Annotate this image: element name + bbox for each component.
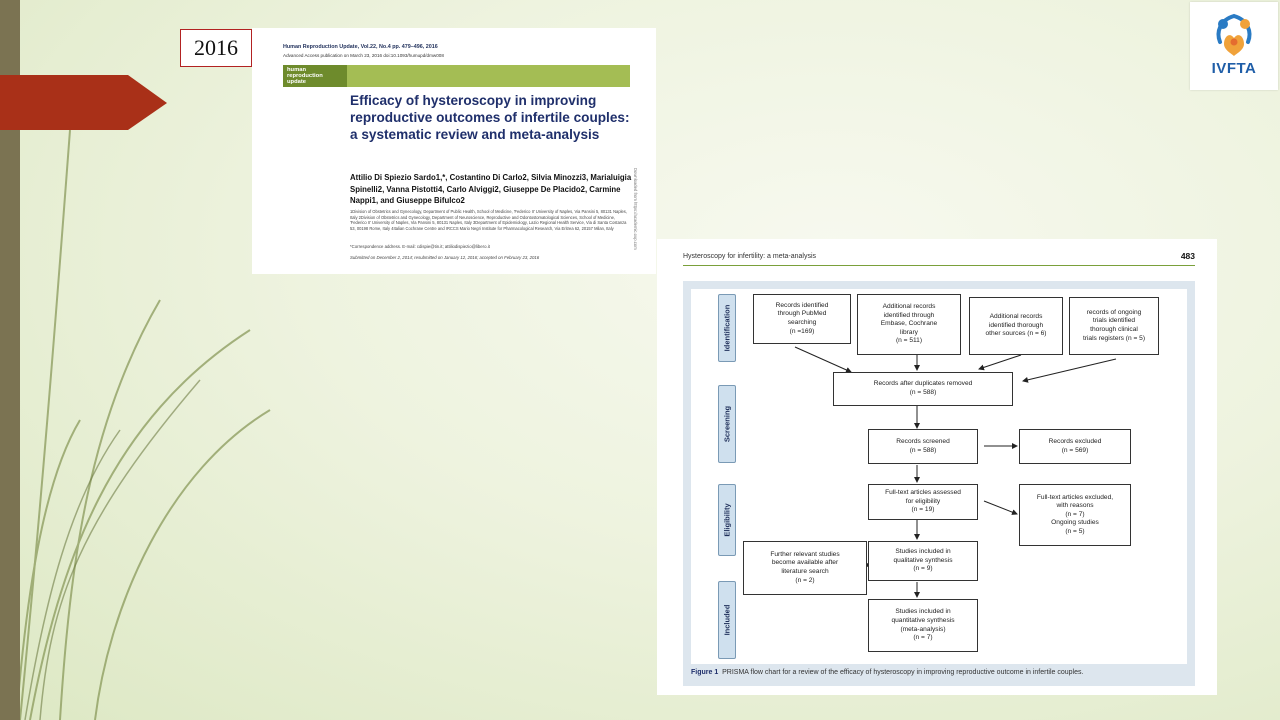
submission-dates: Submitted on December 2, 2014; resubmitt… [350, 255, 540, 260]
header-rule [683, 265, 1195, 266]
arrow-shape-icon [0, 75, 167, 130]
figure-page-header: Hysteroscopy for infertility: a meta-ana… [683, 253, 817, 260]
paper-title: Efficacy of hysteroscopy in improving re… [350, 93, 630, 142]
ivfta-logo: IVFTA [1190, 2, 1278, 90]
stage-included: Included [718, 581, 736, 659]
figure-page-number: 483 [1180, 251, 1195, 261]
journal-logo: human reproduction update [283, 65, 347, 87]
box-records-screened: Records screened(n = 588) [868, 429, 978, 464]
family-heart-icon [1216, 13, 1252, 56]
access-line: Advanced Access publication on March 23,… [283, 53, 444, 58]
box-duplicates-removed: Records after duplicates removed(n = 588… [833, 372, 1013, 406]
flow-arrows [794, 346, 1117, 598]
year-label: 2016 [180, 29, 252, 67]
figure-panel: Identification Screening Eligibility Inc… [683, 281, 1195, 686]
prisma-flowchart: Identification Screening Eligibility Inc… [691, 289, 1187, 664]
figure-caption: Figure 1 PRISMA flow chart for a review … [691, 669, 1187, 676]
logo-name: IVFTA [1211, 60, 1257, 77]
correspondence-address: *Correspondence address. E-mail: cdispie… [350, 244, 490, 249]
figure-label: Figure 1 [691, 669, 719, 676]
download-note: Downloaded from https://academic.oup.com [633, 168, 638, 250]
prisma-figure-page: Hysteroscopy for infertility: a meta-ana… [657, 239, 1217, 695]
figure-caption-text: PRISMA flow chart for a review of the ef… [722, 669, 1084, 676]
journal-citation: Human Reproduction Update, Vol.22, No.4 … [283, 44, 438, 50]
grass-decoration [17, 129, 271, 720]
box-fulltext-excluded: Full-text articles excluded,with reasons… [1019, 484, 1131, 546]
box-records-excluded: Records excluded(n = 569) [1019, 429, 1131, 464]
stage-eligibility: Eligibility [718, 484, 736, 556]
left-accent-bar [0, 0, 20, 720]
journal-band [283, 65, 630, 87]
paper-title-page: Human Reproduction Update, Vol.22, No.4 … [252, 28, 656, 274]
stage-identification: Identification [718, 294, 736, 362]
paper-affiliations: 1Division of Obstetrics and Gynecology, … [350, 209, 627, 231]
paper-authors: Attilio Di Spiezio Sardo1,*, Costantino … [350, 173, 632, 206]
stage-screening: Screening [718, 385, 736, 463]
